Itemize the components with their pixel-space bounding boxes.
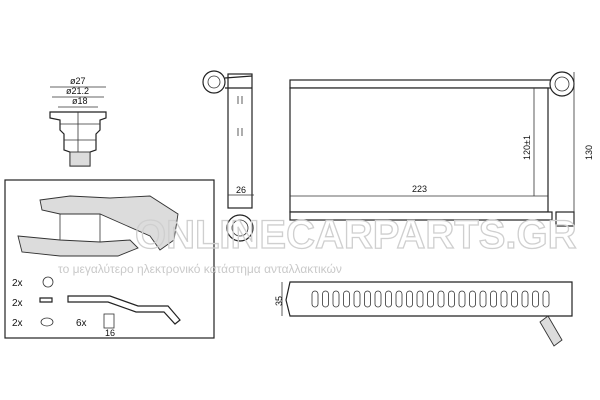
tube-slot [374, 290, 382, 308]
core-height-inner-label: 120±1 [522, 135, 532, 160]
watermark-brand: ONLINECARPARTS.GR [135, 213, 577, 257]
kit-contents-box: 2x 2x 2x 6x 16 [4, 179, 215, 339]
tube-slot [479, 290, 487, 308]
watermark: ONLINECARPARTS.GR το μεγαλύτερο ηλεκτρον… [58, 212, 577, 276]
tube-slot [469, 290, 476, 308]
tube-slot [437, 290, 445, 308]
pipe-outer-diameter-label: ø27 [70, 76, 86, 86]
core-thickness-label: 35 [274, 296, 284, 306]
watermark-slogan: το μεγαλύτερο ηλεκτρονικό κατάστημα αντα… [58, 262, 342, 276]
tube-slots [311, 290, 550, 308]
top-view: 35 [274, 281, 573, 347]
tube-slot [416, 290, 424, 308]
tube-slot [458, 290, 466, 308]
tube-slot [311, 290, 319, 308]
pipe-mid-diameter-label: ø21.2 [66, 86, 89, 96]
core-width-label: 223 [412, 184, 427, 194]
tube-slot [406, 290, 413, 308]
core-height-total-label: 130 [584, 145, 594, 160]
pipe-section-detail: ø27 ø21.2 ø18 [49, 76, 107, 167]
tube-slot [500, 290, 508, 308]
tube-slot [511, 290, 518, 308]
kit-screw-qty: 6x [76, 318, 87, 329]
pipe-inner-diameter-label: ø18 [72, 96, 88, 106]
tube-slot [427, 290, 434, 308]
kit-pin-qty: 2x [12, 298, 23, 309]
tube-slot [332, 290, 340, 308]
tube-slot [521, 290, 529, 308]
tube-slot [395, 290, 403, 308]
side-depth-label: 26 [236, 185, 246, 195]
side-view: 26 [202, 70, 254, 242]
kit-seal-qty: 2x [12, 318, 23, 329]
kit-screw-size: 16 [105, 328, 115, 338]
tube-slot [542, 290, 550, 308]
tube-slot [448, 290, 455, 308]
tube-slot [322, 290, 329, 308]
tube-slot [343, 290, 350, 308]
tube-slot [490, 290, 497, 308]
tube-slot [364, 290, 371, 308]
tube-slot [353, 290, 361, 308]
front-view: 223 120±1 130 [289, 71, 594, 227]
tube-slot [385, 290, 392, 308]
kit-clip-qty: 2x [12, 278, 23, 289]
tube-slot [532, 290, 539, 308]
